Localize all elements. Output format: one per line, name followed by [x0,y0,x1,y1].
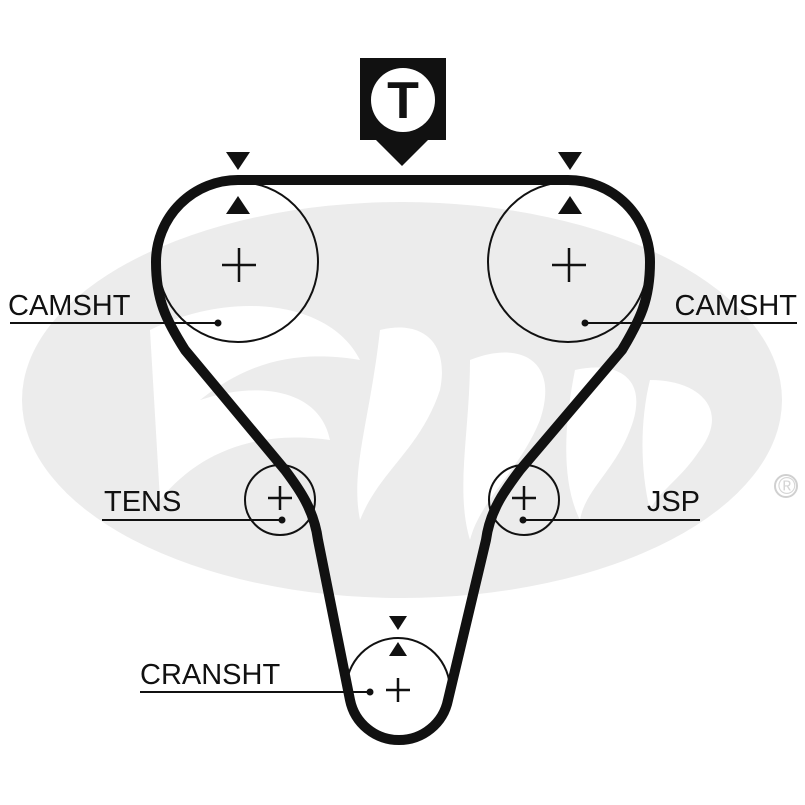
label-jack-shaft: JSP [647,486,700,518]
registered-mark: ® [778,473,796,500]
timing-arrow-icon [389,642,407,656]
timing-mark-letter: T [387,72,419,130]
timing-mark-badge: T [360,58,446,166]
label-tensioner: TENS [104,486,181,518]
label-camshaft-right: CAMSHT [675,290,798,322]
logo-watermark: ® [22,202,798,598]
plus-icon [552,248,586,282]
plus-icon [268,486,292,510]
timing-arrow-icon [226,152,250,170]
label-crankshaft: CRANSHT [140,659,280,691]
registered-circle [774,474,798,498]
timing-arrow-icon [558,196,582,214]
label-camshaft-left: CAMSHT [8,290,131,322]
leader-line-jack-shaft [519,516,700,524]
leader-line-tensioner [102,516,286,524]
timing-arrow-icon [226,196,250,214]
leader-line-camshaft-right [581,319,797,327]
timing-arrow-icon [389,616,407,630]
plus-icon [222,248,256,282]
timing-arrow-icon [558,152,582,170]
leader-line-camshaft-left [10,319,222,327]
timing-belt [151,175,655,746]
plus-icon [512,486,536,510]
plus-icon [386,678,410,702]
leader-line-crankshaft [140,688,374,696]
